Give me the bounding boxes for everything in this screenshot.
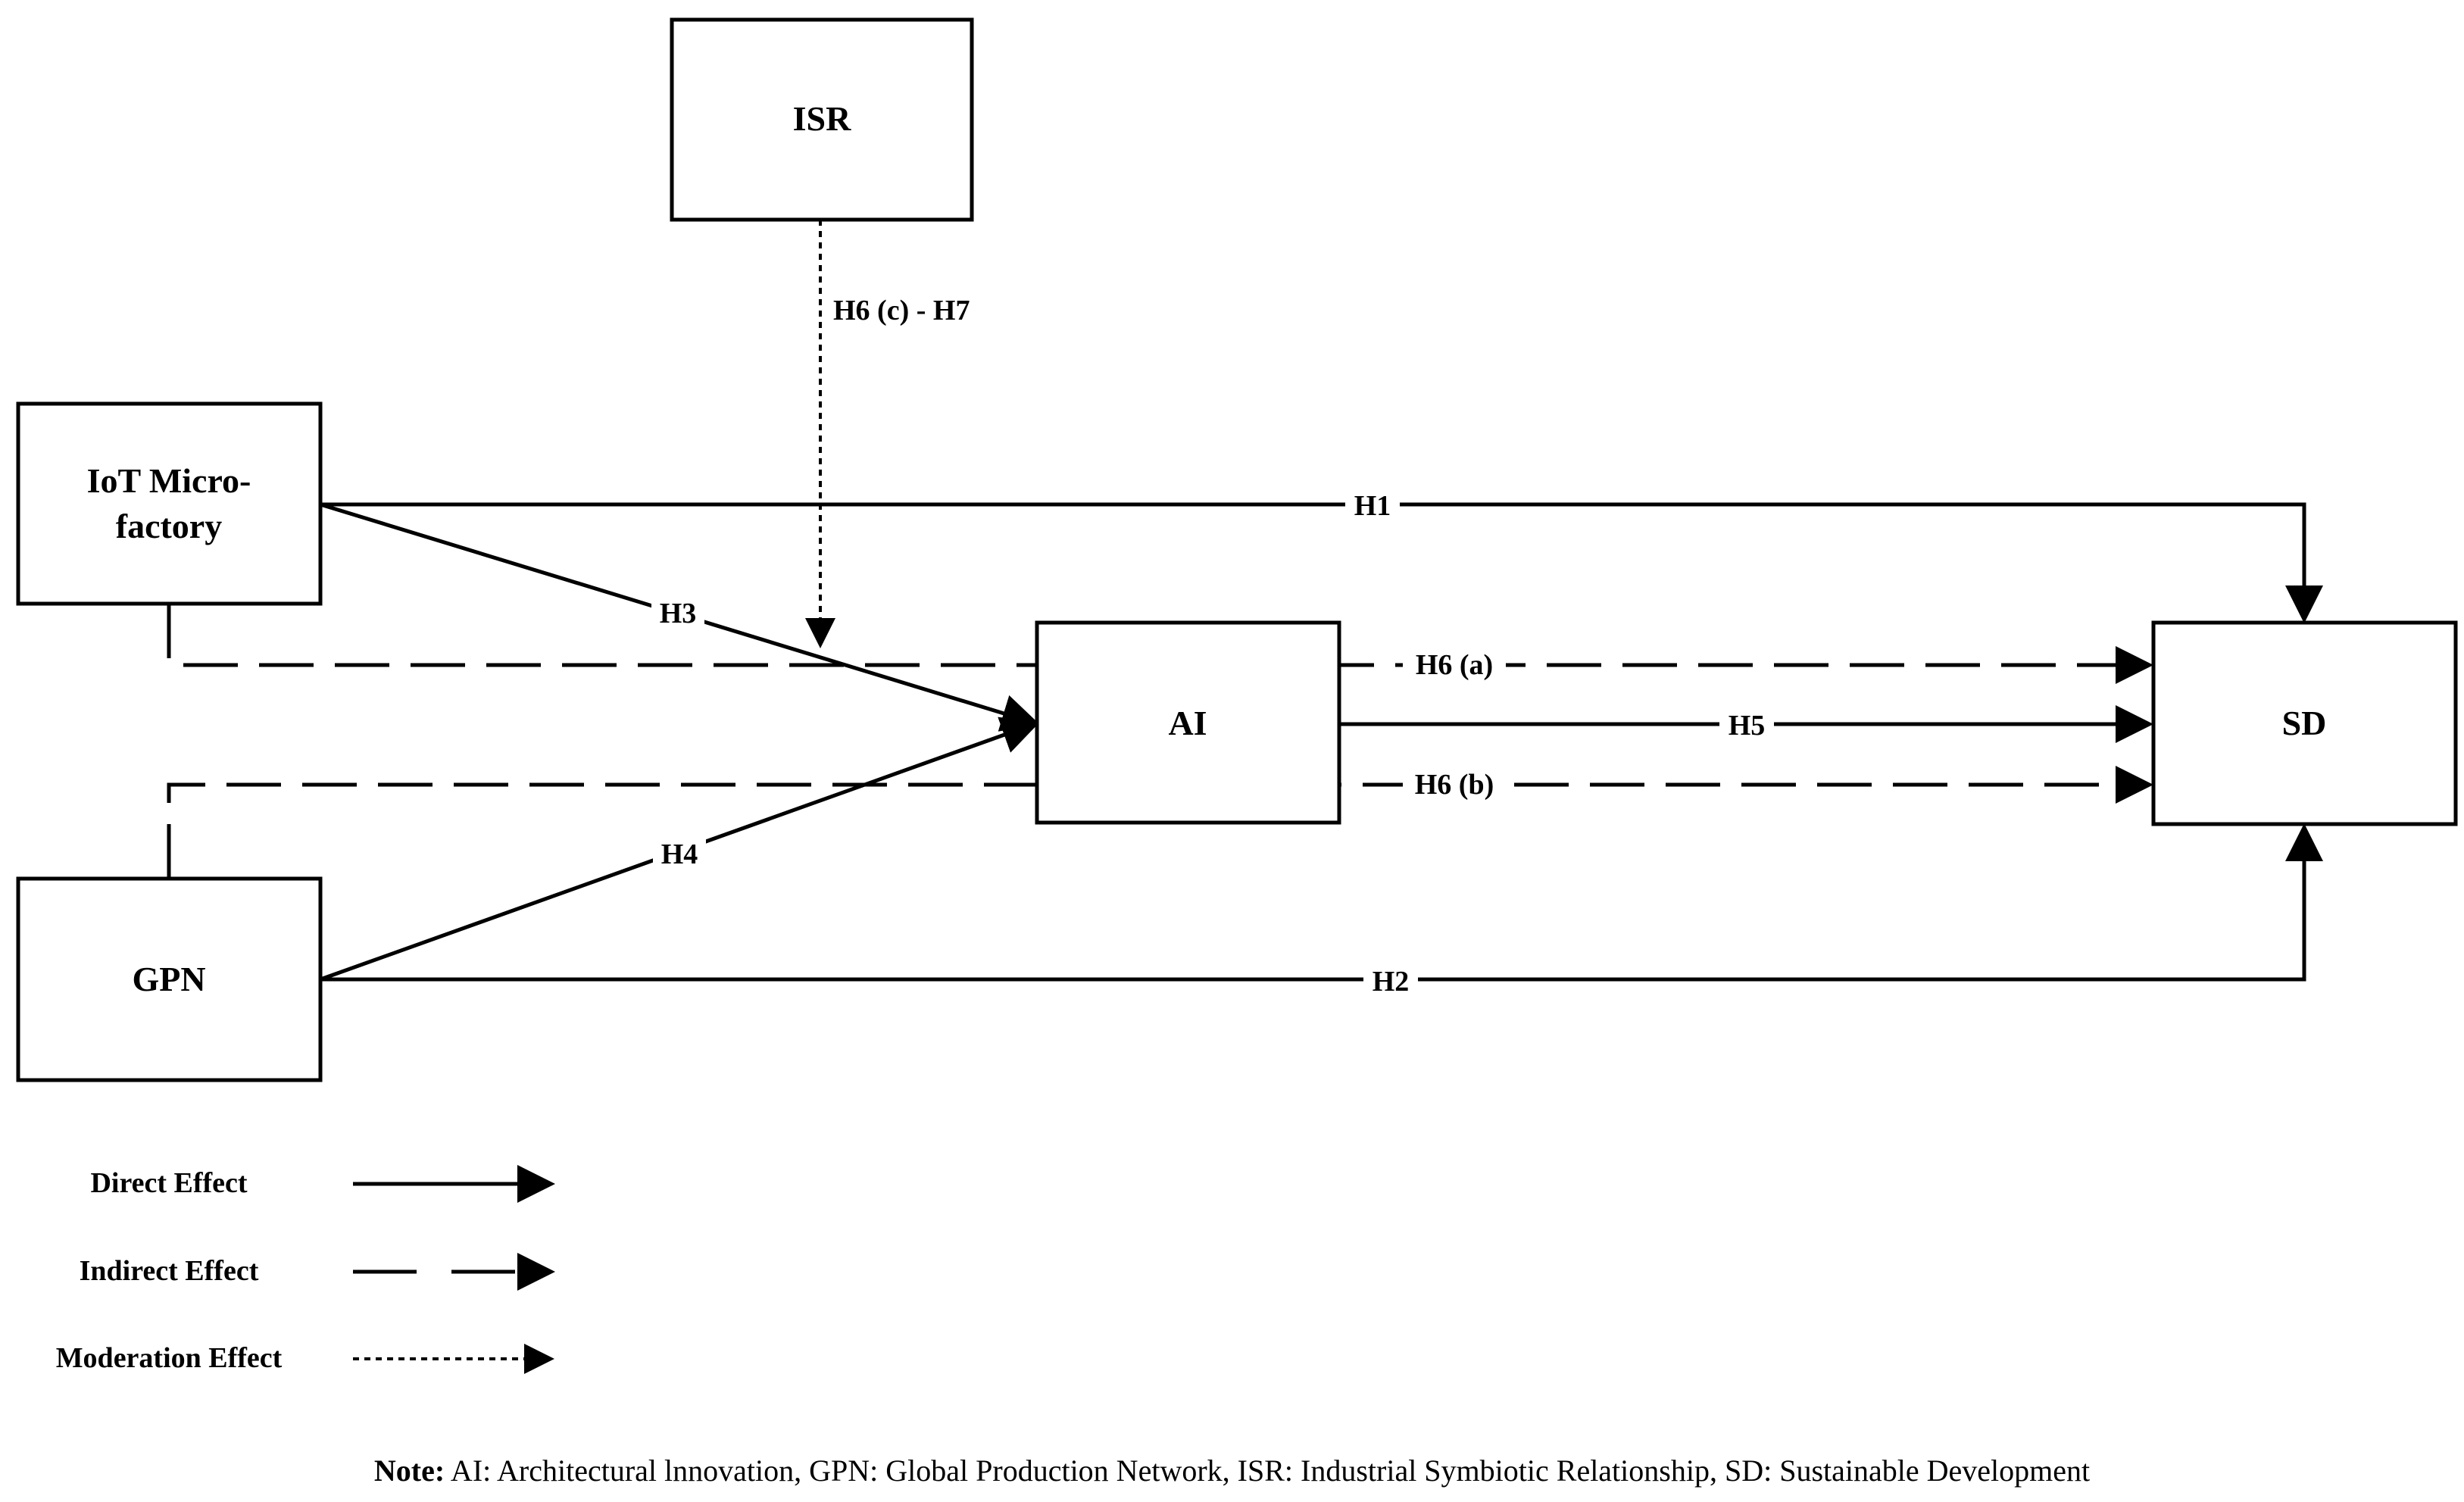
- note-text: AI: Architectural lnnovation, GPN: Globa…: [445, 1454, 2091, 1488]
- edge-label-h4: H4: [661, 838, 698, 870]
- figure-note: Note: AI: Architectural lnnovation, GPN:…: [0, 1453, 2464, 1488]
- edge-label-h6b: H6 (b): [1415, 769, 1494, 801]
- node-iot-microfactory: IoT Micro- factory: [16, 401, 323, 606]
- node-sd: SD: [2151, 620, 2458, 826]
- edge-label-h2: H2: [1373, 966, 1410, 998]
- node-ai-label: AI: [1168, 704, 1207, 742]
- legend-moderation-label: Moderation Effect: [56, 1342, 283, 1374]
- node-gpn: GPN: [16, 876, 323, 1082]
- note-label: Note:: [373, 1454, 445, 1488]
- edge-h2-gpn-to-sd: [320, 823, 2323, 982]
- edge-label-h6c-h7: H6 (c) - H7: [833, 295, 970, 326]
- node-isr-label: ISR: [793, 99, 851, 138]
- node-gpn-label: GPN: [132, 960, 205, 998]
- node-ai: AI: [1035, 620, 1341, 825]
- node-isr: ISR: [670, 17, 974, 222]
- edge-label-h3: H3: [660, 598, 697, 629]
- legend-direct-label: Direct Effect: [90, 1167, 247, 1199]
- node-iot-label-line2: factory: [116, 507, 222, 545]
- edge-h1-iot-to-sd: [320, 502, 2323, 623]
- edge-label-h6a: H6 (a): [1416, 649, 1493, 681]
- node-sd-label: SD: [2282, 704, 2327, 742]
- legend-indirect-label: Indirect Effect: [80, 1255, 259, 1287]
- edge-label-h1: H1: [1354, 490, 1391, 522]
- edge-label-h5: H5: [1729, 710, 1766, 742]
- legend: Direct Effect Indirect Effect Moderation…: [56, 1165, 555, 1374]
- node-iot-label-line1: IoT Micro-: [87, 461, 251, 500]
